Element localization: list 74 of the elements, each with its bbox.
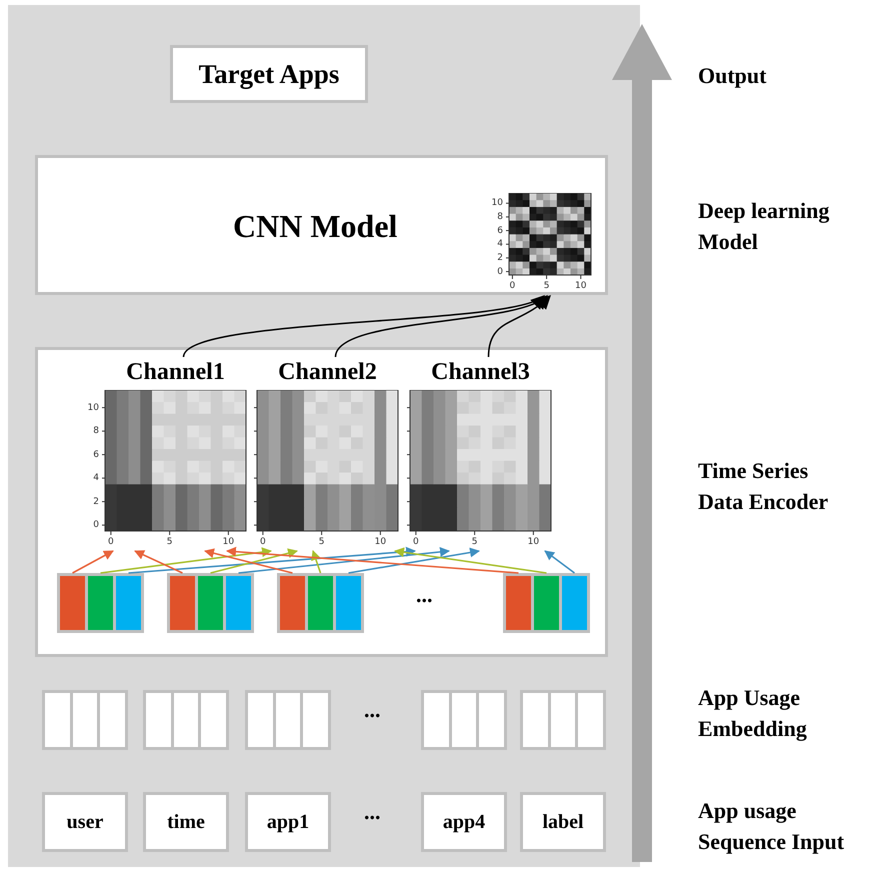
sequence-box: app1	[245, 792, 331, 852]
arrow	[348, 548, 480, 574]
tick-label: 4	[93, 473, 99, 484]
layer-label: App Usage Embedding	[698, 684, 808, 743]
tick-label: 8	[93, 426, 99, 436]
tick-label: 0	[259, 537, 267, 547]
tick-label: 0	[497, 266, 503, 277]
tick-label: 0	[93, 520, 99, 530]
ellipsis: ...	[364, 700, 380, 720]
color-bar	[57, 573, 88, 633]
arrow	[238, 546, 450, 574]
color-bar	[277, 573, 308, 633]
arrow	[488, 295, 552, 358]
arrow	[182, 295, 546, 358]
arrow	[128, 546, 416, 574]
embedding-vector	[245, 690, 331, 750]
tick-label: 2	[93, 496, 99, 507]
channel-title: Channel1	[125, 358, 226, 386]
model-title: CNN Model	[233, 208, 398, 245]
color-bar	[503, 573, 534, 633]
tick-label: 5	[542, 281, 550, 291]
sequence-box: app4	[421, 792, 507, 852]
arrow	[334, 295, 548, 358]
channel-title: Channel3	[430, 358, 531, 386]
color-bar	[531, 573, 562, 633]
tick-label: 6	[497, 226, 503, 236]
tick-label: 10	[527, 537, 540, 547]
layer-label: Deep learning Model	[698, 197, 830, 256]
arrow	[311, 550, 322, 574]
tick-label: 0	[107, 537, 115, 547]
tick-label: 8	[497, 212, 503, 222]
tick-label: 0	[412, 537, 420, 547]
encoder-panel	[35, 347, 608, 657]
sequence-box: time	[143, 792, 229, 852]
tick-label: 10	[88, 402, 99, 413]
layer-label: Output	[698, 62, 768, 90]
color-bar	[167, 573, 198, 633]
tick-label: 0	[508, 281, 516, 291]
embedding-vector	[143, 690, 229, 750]
embedding-vector	[520, 690, 606, 750]
arrow	[544, 550, 575, 574]
output-box: Target Apps	[170, 45, 368, 103]
arrow	[100, 547, 272, 574]
arrow	[134, 550, 183, 574]
arrow	[226, 546, 519, 574]
tick-label: 10	[574, 281, 587, 291]
tick-label: 2	[497, 252, 503, 263]
tick-label: 10	[374, 537, 386, 547]
embedding-vector	[421, 690, 507, 750]
tick-label: 5	[166, 537, 174, 547]
channel-title: Channel2	[277, 358, 378, 386]
color-bar	[333, 573, 364, 633]
tick-label: 10	[222, 537, 234, 547]
tick-label: 5	[470, 537, 478, 547]
tick-label: 5	[318, 537, 326, 547]
color-bar	[195, 573, 226, 633]
color-bar	[223, 573, 254, 633]
color-bar	[85, 573, 116, 633]
ellipsis: ...	[364, 802, 380, 822]
color-bar	[559, 573, 590, 633]
arrow	[72, 550, 114, 574]
sequence-box: user	[42, 792, 128, 852]
ellipsis: ...	[416, 585, 432, 605]
tick-label: 6	[93, 450, 99, 460]
layer-label: App usage Sequence Input	[698, 797, 846, 856]
embedding-vector	[42, 690, 128, 750]
arrow	[394, 547, 547, 574]
model-box	[35, 155, 608, 295]
tick-label: 4	[497, 239, 503, 250]
tick-label: 10	[492, 198, 503, 208]
sequence-box: label	[520, 792, 606, 852]
color-bar	[113, 573, 144, 633]
layer-label: Time Series Data Encoder	[698, 457, 830, 516]
color-bar	[305, 573, 336, 633]
